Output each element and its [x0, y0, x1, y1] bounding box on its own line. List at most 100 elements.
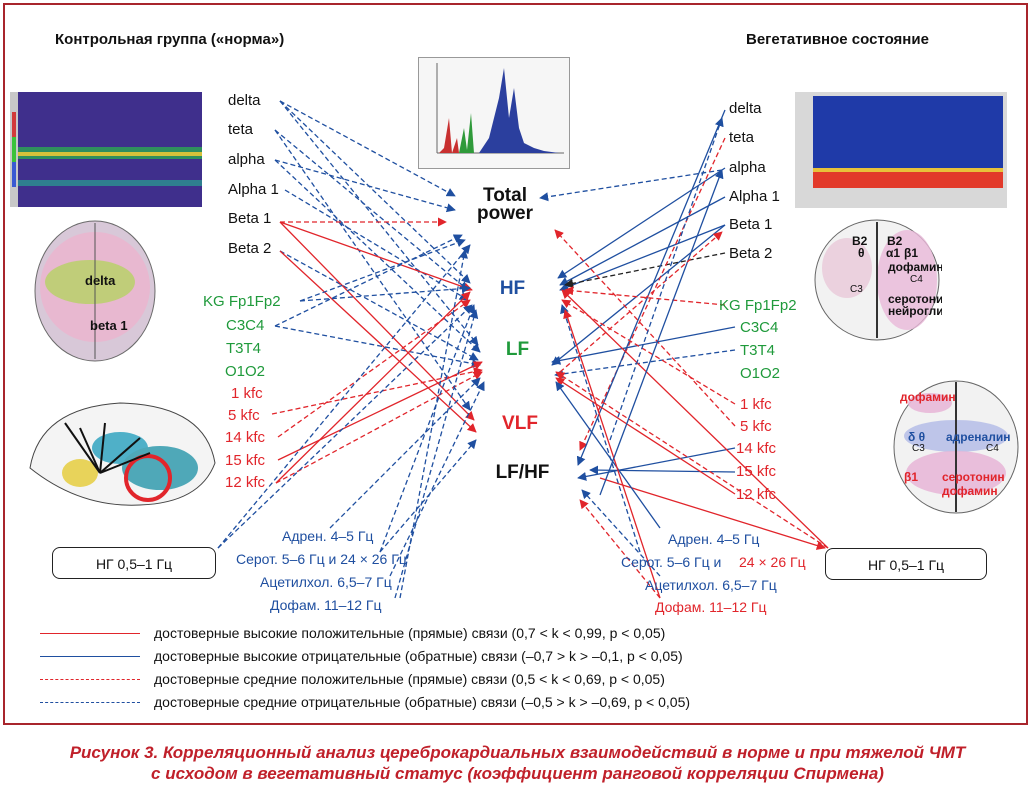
rlink-kfc14-lfhf: [577, 447, 736, 481]
link-kg-hf: [299, 284, 471, 302]
center-total-label: Total: [483, 185, 527, 206]
left-spectrogram-image: [10, 92, 202, 207]
header-vegetative-state: Вегетативное состояние: [746, 31, 929, 48]
link-teta-hf: [274, 129, 469, 291]
right-brain-top-image: B2 B2 θ α1 β1 дофамин C4 C3 серотонин не…: [812, 218, 942, 343]
rbt-a1: α1: [886, 246, 901, 260]
right-brain-top-graphic: [814, 219, 940, 341]
left-kg-fp1fp2: KG Fp1Fp2: [203, 293, 281, 310]
legend-text-mid-negative: достоверные средние отрицательные (обрат…: [154, 694, 691, 710]
right-kfc-14: 14 kfc: [736, 440, 777, 457]
link-alpha-total: [274, 159, 456, 213]
link-beta1-hf: [279, 221, 473, 292]
link-serot-hf: [379, 304, 476, 553]
right-rec-serot-b: 24 × 26 Гц: [739, 554, 806, 570]
right-band-alpha: alpha: [729, 159, 766, 176]
rbt-c4: C4: [910, 274, 923, 285]
rlink-lfhf-ng: [599, 477, 826, 550]
rlink-beta2-hf: [564, 252, 726, 288]
rlink-dofam-hf: [563, 309, 661, 599]
right-kfc-1: 1 kfc: [740, 396, 772, 413]
rbt-serot: серотонин: [888, 292, 942, 306]
legend-line-high-negative: [40, 656, 140, 657]
right-kg-o1o2: O1O2: [740, 365, 781, 382]
left-kg-c3c4: C3C4: [226, 317, 265, 334]
center-hf-label: HF: [499, 278, 526, 299]
center-lfhf-label: LF/HF: [495, 462, 550, 483]
left-rec-serot: Серот. 5–6 Гц и 24 × 26 Гц: [236, 551, 407, 567]
rlink-acet-lfhf: [581, 489, 661, 577]
link-beta2-lf: [279, 250, 479, 361]
center-vlf-label: VLF: [502, 413, 538, 434]
left-band-beta1: Beta 1: [228, 210, 272, 227]
legend-text-high-negative: достоверные высокие отрицательные (обрат…: [154, 648, 683, 664]
rlink-alpha-hf: [557, 167, 726, 279]
right-rec-serot-a: Серот. 5–6 Гц и: [621, 554, 722, 570]
rlink-ng-hf: [561, 289, 829, 549]
left-band-alpha1: Alpha 1: [228, 181, 279, 198]
legend-line-mid-positive: [40, 679, 140, 680]
link-adren-lf: [329, 377, 481, 529]
spectrum-graphic: [419, 58, 569, 168]
link-12kfc-lf: [275, 371, 483, 484]
spectrum-image: [418, 57, 570, 169]
right-band-teta: teta: [729, 129, 755, 146]
rlink-c3c4-lf: [551, 326, 736, 365]
rlink-beta1-lf: [551, 224, 726, 366]
right-kfc-15: 15 kfc: [736, 463, 777, 480]
left-kg-o1o2: O1O2: [225, 363, 266, 380]
link-delta-lf: [279, 100, 479, 346]
left-brain-top-image: delta beta 1: [30, 217, 160, 365]
rbb-c4: C4: [986, 443, 999, 454]
right-connections: [539, 109, 829, 599]
sagittal-graphic: [29, 402, 216, 506]
rlink-lfhf-delta: [609, 117, 724, 441]
rbt-b1: β1: [904, 246, 918, 260]
rlink-dofam-lfhf: [579, 499, 661, 599]
rbb-adren: адреналин: [946, 430, 1011, 444]
rbt-c3: C3: [850, 284, 863, 295]
link-beta2-vlf: [279, 250, 477, 433]
link-ng-hf: [217, 304, 473, 549]
rbt-b2a: B2: [852, 234, 868, 248]
center-power-label: power: [477, 203, 533, 224]
left-kfc-1: 1 kfc: [231, 385, 263, 402]
rlink-delta-total: [539, 169, 723, 202]
rbb-c3: C3: [912, 443, 925, 454]
link-15kfc-lf: [277, 361, 483, 461]
link-acet-lf: [389, 381, 485, 577]
link-c3c4-total: [274, 234, 463, 327]
brain-delta-label: delta: [85, 273, 116, 288]
rlink-lfhf-alpha: [599, 169, 724, 496]
rlink-delta-lfhf: [576, 109, 726, 466]
left-kfc-12: 12 kfc: [225, 474, 266, 491]
rlink-t3t4-lf: [554, 349, 736, 379]
left-ng-box: НГ 0,5–1 Гц: [52, 547, 216, 579]
right-kg-c3c4: C3C4: [740, 319, 779, 336]
rlink-serot-hf: [560, 304, 641, 553]
rbt-dofamin: дофамин: [888, 260, 942, 274]
left-connections: [217, 100, 485, 599]
legend-line-high-positive: [40, 633, 140, 634]
right-spectrogram-graphic: [795, 92, 1007, 208]
link-serot-vlf: [379, 439, 477, 553]
rbb-db: δ θ: [908, 430, 926, 444]
rbb-dofamin: дофамин: [942, 484, 998, 498]
left-kfc-14: 14 kfc: [225, 429, 266, 446]
right-kfc-5: 5 kfc: [740, 418, 772, 435]
center-lf-label: LF: [505, 339, 530, 360]
left-rec-adren: Адрен. 4–5 Гц: [282, 528, 374, 544]
right-band-alpha1: Alpha 1: [729, 188, 780, 205]
rbt-b2b: B2: [887, 234, 903, 248]
link-kg-total: [299, 238, 466, 302]
rbb-serot: серотонин: [942, 470, 1005, 484]
right-kg-t3t4: T3T4: [740, 342, 776, 359]
rbb-b1: β1: [904, 470, 918, 484]
link-ng-total: [217, 244, 471, 549]
rlink-lf-beta1: [559, 231, 723, 373]
rlink-adren-lf: [555, 381, 661, 529]
left-band-beta2: Beta 2: [228, 240, 272, 257]
link-alpha1-hf: [284, 189, 469, 301]
rbt-theta: θ: [858, 246, 865, 260]
